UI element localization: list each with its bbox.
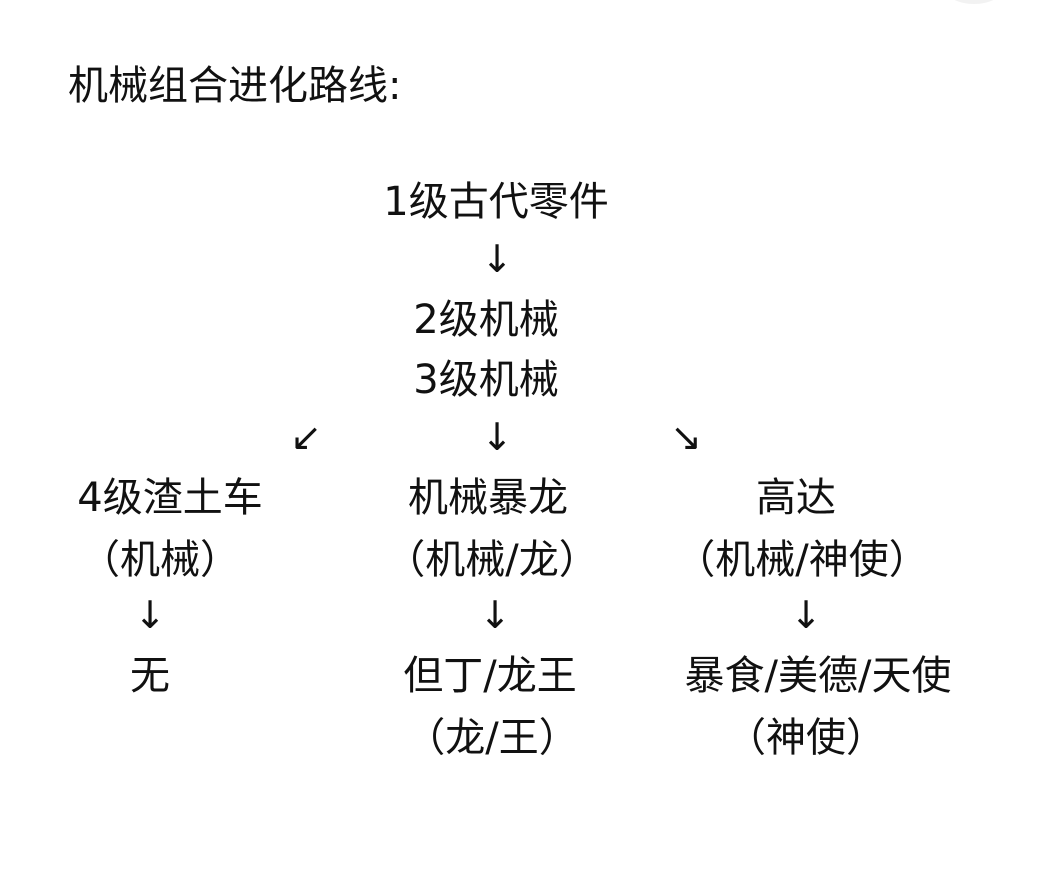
- page-title: 机械组合进化路线:: [68, 63, 402, 109]
- branch-result: 无: [130, 653, 170, 699]
- corner-decoration: [944, 0, 1004, 4]
- branch-tag: （机械/龙）: [385, 537, 599, 583]
- branch-name: 机械暴龙: [408, 475, 568, 521]
- node-level1-ancient-part: 1级古代零件: [383, 179, 609, 225]
- branch-tag: （机械）: [80, 537, 240, 583]
- arrow-down-icon: ↓: [790, 593, 822, 637]
- branch-result-tag: （龙/王）: [405, 715, 579, 761]
- arrow-down-icon: ↓: [481, 415, 513, 459]
- branch-tag: （机械/神使）: [675, 537, 929, 583]
- arrow-down-icon: ↓: [481, 237, 513, 281]
- arrow-down-icon: ↓: [134, 593, 166, 637]
- branch-result: 但丁/龙王: [403, 653, 577, 699]
- arrow-down-left-icon: ↙: [290, 415, 322, 459]
- arrow-down-icon: ↓: [479, 593, 511, 637]
- node-level3-machine: 3级机械: [413, 357, 559, 403]
- branch-result-tag: （神使）: [726, 715, 886, 761]
- branch-result: 暴食/美德/天使: [684, 653, 952, 699]
- arrow-down-right-icon: ↘: [670, 415, 702, 459]
- branch-name: 4级渣土车: [77, 475, 263, 521]
- branch-name: 高达: [756, 475, 836, 521]
- node-level2-machine: 2级机械: [413, 297, 559, 343]
